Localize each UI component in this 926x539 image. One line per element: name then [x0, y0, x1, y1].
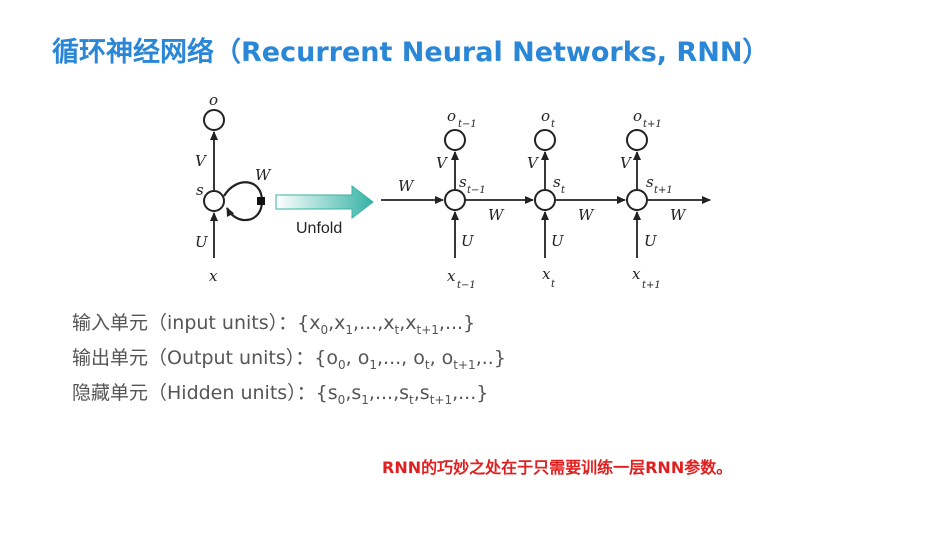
folded-u-label: U	[195, 233, 209, 251]
output-node	[534, 129, 556, 151]
time-step-current: o t V s t U x t	[527, 107, 566, 290]
unrolled-rnn: W W W W o t−1 V s t−1 U x t−1 o t V	[381, 107, 711, 291]
input-units-line: 输入单元（input units）：{x0,x1,...,xt,xt+1,...…	[72, 308, 475, 337]
time-step-prev: o t−1 V s t−1 U x t−1	[436, 107, 486, 291]
folded-s-label: s	[196, 181, 204, 199]
folded-output-node	[203, 109, 225, 131]
output-units-label: 输出单元（Output units）：	[72, 347, 315, 369]
s-label: s	[553, 173, 561, 191]
time-step-next: o t+1 V s t+1 U x t+1	[620, 107, 673, 291]
state-node	[444, 189, 466, 211]
o-label: o	[633, 107, 642, 125]
folded-v-label: V	[195, 152, 208, 170]
folded-rnn: o V s W U x	[195, 91, 272, 285]
x-label: x	[632, 265, 641, 283]
o-sub: t−1	[458, 119, 477, 130]
unfold-label: Unfold	[296, 220, 342, 237]
s-label: s	[646, 173, 654, 191]
u-label: U	[551, 232, 565, 250]
folded-w-square	[257, 197, 265, 205]
s-sub: t−1	[467, 185, 486, 196]
input-units-set: {x0,x1,...,xt,xt+1,...}	[297, 312, 476, 337]
output-units-line: 输出单元（Output units）：{o0, o1,..., ot, ot+1…	[72, 343, 506, 372]
highlight-note: RNN的巧妙之处在于只需要训练一层RNN参数。	[382, 458, 733, 477]
v-label: V	[527, 154, 540, 172]
o-sub: t+1	[643, 119, 662, 130]
x-sub: t	[551, 279, 556, 290]
s-sub: t+1	[654, 185, 673, 196]
state-node	[626, 189, 648, 211]
w-label-out: W	[670, 206, 687, 224]
w-label-2: W	[578, 206, 595, 224]
v-label: V	[436, 154, 449, 172]
x-sub: t−1	[457, 280, 476, 291]
s-sub: t	[561, 185, 566, 196]
folded-state-node	[203, 190, 225, 212]
w-label-1: W	[488, 206, 505, 224]
hidden-units-set: {s0,s1,...,st,st+1,...}	[315, 382, 489, 407]
u-label: U	[461, 232, 475, 250]
v-label: V	[620, 154, 633, 172]
folded-w-loop	[223, 181, 264, 222]
unfold-arrow: Unfold	[275, 184, 374, 237]
x-label: x	[542, 265, 551, 283]
hidden-units-label: 隐藏单元（Hidden units）：	[72, 382, 316, 404]
state-node	[534, 189, 556, 211]
output-node	[444, 129, 466, 151]
u-label: U	[644, 232, 658, 250]
folded-o-label: o	[209, 91, 218, 109]
o-label: o	[447, 107, 456, 125]
output-node	[626, 129, 648, 151]
o-sub: t	[551, 119, 556, 130]
w-label-in: W	[398, 177, 415, 195]
x-label: x	[447, 267, 456, 285]
s-label: s	[459, 173, 467, 191]
output-units-set: {o0, o1,..., ot, ot+1,..}	[314, 347, 506, 372]
input-units-label: 输入单元（input units）：	[72, 312, 298, 334]
hidden-units-line: 隐藏单元（Hidden units）：{s0,s1,...,st,st+1,..…	[72, 378, 488, 407]
o-label: o	[541, 107, 550, 125]
folded-x-label: x	[209, 267, 218, 285]
x-sub: t+1	[642, 280, 661, 291]
folded-w-label: W	[255, 166, 272, 184]
page-title: 循环神经网络（Recurrent Neural Networks, RNN）	[52, 37, 770, 68]
